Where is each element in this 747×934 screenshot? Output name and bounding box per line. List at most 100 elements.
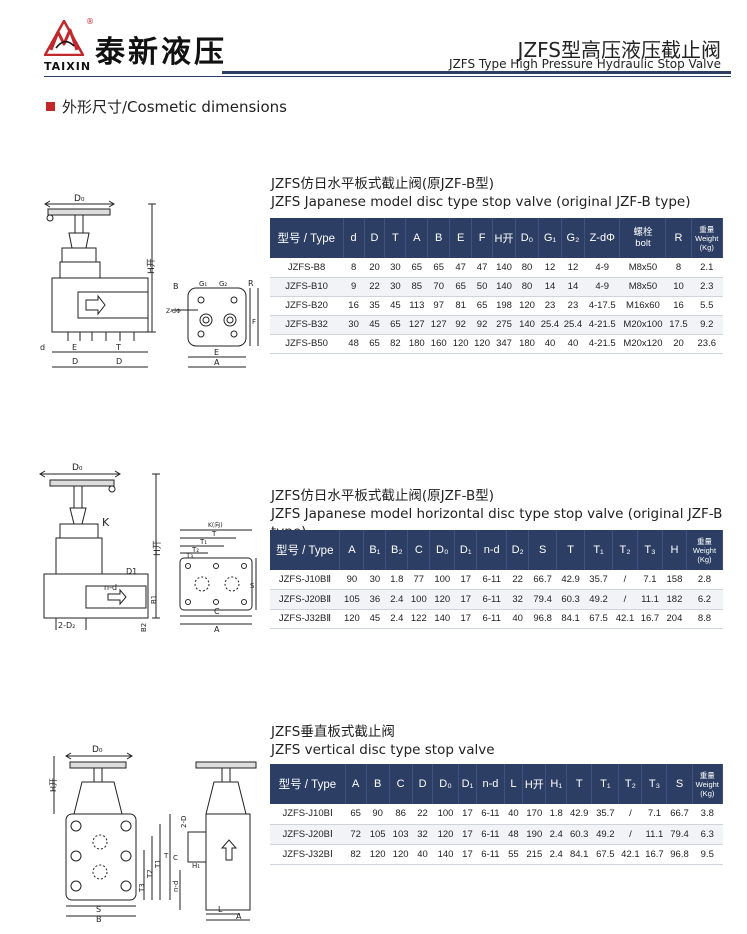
table-cell: 2.4	[545, 824, 567, 845]
table-cell: 22	[412, 804, 433, 825]
table-cell: 40	[504, 804, 523, 825]
table-cell: 120	[432, 824, 459, 845]
drawing-j-horizontal: D₀ K H开 D1 B1 n-d B2 2-D₂ K(向) T T₁ T₂ T…	[36, 460, 260, 640]
model-cell: JZFS-B32	[270, 315, 344, 335]
table-cell: 120	[515, 296, 539, 316]
dim-label-f: F	[252, 318, 256, 326]
table2-header-cell: H	[662, 530, 687, 570]
horizontal-valve-drawing: D₀ K H开 D1 B1 n-d B2 2-D₂ K(向) T T₁ T₂ T…	[39, 463, 257, 634]
table-cell: 66.7	[666, 804, 693, 825]
table-cell: 67.5	[584, 609, 613, 629]
model-cell: JZFS-J20BⅡ	[270, 589, 340, 610]
table-cell: 11.1	[641, 824, 667, 845]
dim-label-t1-3: T1	[154, 859, 162, 869]
dim-label-r: R	[248, 279, 254, 288]
table-cell: 8.8	[686, 609, 723, 629]
dim-label-h: H开	[146, 258, 157, 274]
table-cell: 6-11	[476, 609, 507, 629]
table-cell: 2.4	[545, 844, 567, 865]
table-cell: 120	[471, 334, 493, 354]
table-cell: 6-11	[476, 804, 505, 825]
drawing-j-vertical: D₀ H开 T3 T2 T1 T C S B 2-D H₁ n-d L A	[40, 742, 260, 926]
table-cell: 92	[471, 315, 493, 335]
table-cell: 70	[427, 277, 450, 297]
table-cell: 113	[405, 296, 428, 316]
table-cell: 85	[405, 277, 428, 297]
table-cell: 2.4	[385, 609, 408, 629]
table3-header-cell: C	[389, 764, 413, 804]
table-cell: 2.4	[385, 589, 408, 610]
table-cell: 65	[427, 258, 450, 278]
table-cell: 140	[492, 258, 516, 278]
table-cell: 140	[515, 315, 539, 335]
table1-header-cell: d	[343, 218, 365, 258]
table-cell: 120	[366, 844, 390, 865]
table-cell: /	[618, 824, 642, 845]
table-cell: 97	[427, 296, 450, 316]
table-cell: 30	[384, 258, 406, 278]
table-cell: 17	[458, 804, 477, 825]
table-cell: 120	[389, 844, 413, 865]
table-cell: 122	[407, 609, 430, 629]
table1-header-cell: F	[471, 218, 494, 258]
table-cell: 20	[364, 258, 385, 278]
table-cell: M20x100	[619, 315, 666, 335]
table1-header-cell: H开	[492, 218, 516, 258]
model-cell: JZFS-B10	[270, 277, 344, 297]
dim-label-c-3: C	[173, 854, 178, 862]
table-cell: 105	[366, 824, 390, 845]
table-cell: 6-11	[476, 589, 507, 610]
dim-label-t2-3: T2	[146, 869, 154, 879]
dim-label-t-2: T	[211, 530, 217, 538]
table-cell: M8x50	[619, 258, 666, 278]
table-cell: 35.7	[584, 570, 613, 590]
table-cell: 1.8	[545, 804, 567, 825]
table-cell: 17.5	[665, 315, 692, 335]
b-type-valve-drawing: D₀ H开 d E T D D B G₁ G₂ Z-dΦ R F E A	[40, 194, 259, 368]
table-cell: 4-21.5	[584, 315, 620, 335]
table-cell: 182	[662, 589, 687, 610]
table-cell: 11.1	[637, 589, 663, 610]
table-cell: 65	[384, 315, 406, 335]
table1-header-cell: T	[384, 218, 407, 258]
table1-header-cell: Z-dΦ	[584, 218, 621, 258]
page-title-cn: JZFS型高压液压截止阀	[517, 38, 721, 62]
table-cell: 7.1	[637, 570, 663, 590]
dim-label-2d-3: 2-D	[180, 816, 188, 828]
dim-label-kr: K(向)	[208, 521, 223, 529]
dim-label-t2-2: T₂	[191, 546, 199, 554]
dim-label-d-small: d	[40, 343, 45, 352]
table-cell: 42.9	[556, 570, 585, 590]
dim-label-t3-2: T₃	[185, 552, 193, 560]
table-cell: 140	[429, 609, 455, 629]
table-cell: 82	[345, 844, 367, 865]
table-cell: 35	[364, 296, 385, 316]
table-cell: 6.3	[692, 824, 723, 845]
table-cell: 2.8	[686, 570, 723, 590]
dim-label-b2-2: B2	[140, 623, 148, 632]
table3-header-cell: D	[412, 764, 434, 804]
table2-header-cell: S	[528, 530, 558, 570]
table-cell: 40	[538, 334, 562, 354]
table-cell: 42.9	[566, 804, 592, 825]
model-cell: JZFS-J32BⅡ	[270, 609, 340, 629]
table1-header-cell: 型号 / Type	[270, 218, 344, 258]
table-cell: 40	[412, 844, 433, 865]
table-cell: 23	[538, 296, 562, 316]
table-cell: 48	[504, 824, 523, 845]
taixin-logo-icon	[44, 20, 84, 56]
table-cell: 2.1	[691, 258, 723, 278]
dim-label-t3-3: T3	[138, 883, 146, 893]
table-cell: 12	[538, 258, 562, 278]
table-cell: 45	[363, 609, 386, 629]
dim-label-b: B	[173, 282, 179, 291]
table-cell: 8	[343, 258, 365, 278]
table-cell: 4-9	[584, 258, 620, 278]
